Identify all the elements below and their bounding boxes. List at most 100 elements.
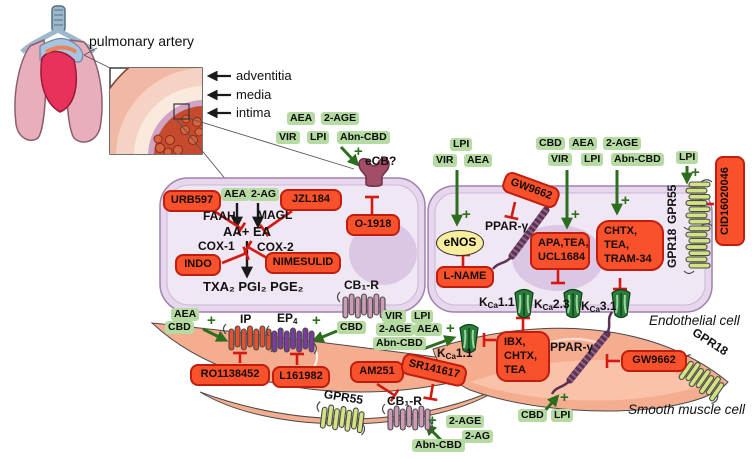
ligand-chip-vir: VIR	[433, 154, 457, 168]
ppar-ec-label: PPAR-γ	[485, 219, 529, 233]
cb1r-ec-label: CB₁-R	[344, 278, 379, 292]
inset-leader-lines	[83, 47, 111, 69]
lungs-heart-illustration	[14, 5, 103, 143]
ligand-chip-abncbd: Abn-CBD	[412, 439, 465, 453]
artery-cross-section-inset	[109, 67, 355, 182]
ep4-label: EP4	[277, 312, 297, 326]
k-num: 1.1	[497, 295, 515, 309]
endothelial-cell-left	[159, 177, 426, 313]
plus-sign: +	[312, 312, 321, 329]
k-num: 3.1	[599, 299, 617, 313]
ep-sub: 4	[293, 317, 298, 326]
ligand-chip-cbd: CBD	[165, 321, 194, 335]
ligand-chip-aea: AEA	[221, 188, 250, 202]
ligand-chip-abncbd: Abn-CBD	[373, 337, 426, 351]
apa-tea-ucl-box: APA,TEA, UCL1684	[530, 232, 590, 270]
o1918-box: O-1918	[346, 214, 400, 236]
chtx-tram-box: CHTX, TEA, TRAM-34	[596, 220, 664, 272]
plus-sign: +	[571, 206, 580, 223]
ligand-chip-lpi: LPI	[307, 131, 330, 145]
ecb-receptor	[358, 157, 390, 187]
endothelial-cell-label: Endothelial cell	[649, 313, 740, 328]
kca31-ec-label: KCa3.1	[581, 300, 617, 314]
plus-sign: +	[462, 206, 471, 223]
ligand-chip-2ag: 2-AG	[248, 188, 280, 202]
ligand-chip-cbd: CBD	[337, 321, 366, 335]
am251-box: AM251	[350, 361, 404, 383]
k-sub: Ca	[487, 301, 498, 310]
k-num: 1.1	[455, 346, 473, 360]
kca11-channel-ec	[514, 288, 534, 319]
plus-sign: +	[560, 389, 569, 406]
gw9662-sm-box: GW9662	[621, 350, 687, 372]
ligand-chip-abncbd: Abn-CBD	[337, 131, 390, 145]
ppar-coil-sm	[550, 311, 614, 395]
ibx-chtx-tea-box: IBX, CHTX, TEA	[496, 331, 550, 383]
plus-sign: +	[691, 164, 700, 181]
chtx-line2: TEA,	[604, 238, 630, 251]
indo-box: INDO	[175, 254, 221, 276]
ligand-chip-lpi: LPI	[411, 310, 434, 324]
ligand-chip-vir: VIR	[382, 310, 406, 324]
plus-sign: +	[207, 312, 216, 329]
pulmonary-artery-label: pulmonary artery	[89, 33, 195, 49]
lname-box: L-NAME	[436, 266, 494, 288]
ligand-chip-aea: AEA	[414, 323, 443, 337]
layer-arrows	[206, 70, 231, 119]
plus-sign: +	[354, 143, 363, 160]
ip-label: IP	[240, 312, 252, 326]
ligand-chip-2age: 2-AGE	[376, 323, 415, 337]
apa-line2: UCL1684	[538, 250, 586, 263]
k-sub: Ca	[445, 352, 456, 361]
faah-label: FAAH	[203, 209, 236, 223]
plus-sign: +	[621, 192, 630, 209]
smooth-muscle-cell-label: Smooth muscle cell	[628, 402, 746, 417]
adventitia-label: adventitia	[236, 68, 292, 83]
urb597-box: URB597	[163, 190, 221, 212]
apa-line1: APA,TEA,	[538, 237, 589, 249]
ligand-chip-lpi: LPI	[581, 153, 604, 167]
ppar-sm-label: PPAR-γ	[550, 340, 594, 354]
plus-sign: +	[446, 320, 455, 337]
k-base: K	[581, 299, 590, 313]
ligand-chip-2age: 2-AGE	[321, 112, 360, 126]
magl-label: MAGL	[257, 208, 293, 222]
chtx-line1: CHTX,	[604, 225, 637, 237]
k-base: K	[479, 295, 488, 309]
media-label: media	[236, 87, 272, 102]
ligand-chip-aea: AEA	[171, 308, 200, 322]
ecb-label: eCB?	[365, 154, 397, 168]
ro1138452-box: RO1138452	[190, 364, 270, 386]
gpr55-ec-label: GPR55	[665, 184, 679, 224]
chtx-line3: TRAM-34	[604, 252, 652, 265]
ligand-chip-2age: 2-AGE	[603, 137, 642, 151]
kca11-sm-label: KCa1.1	[437, 347, 473, 361]
cid16020046-box: CID16020046	[715, 156, 745, 246]
cox2-label: COX-2	[257, 240, 294, 254]
cox1-label: COX-1	[198, 239, 235, 253]
enos-oval: eNOS	[436, 230, 484, 256]
ligand-chip-aea: AEA	[569, 137, 598, 151]
k-base: K	[437, 346, 446, 360]
k-sub: Ca	[542, 303, 553, 312]
ibx-line2: CHTX,	[504, 349, 537, 362]
plus-sign: +	[428, 412, 437, 429]
k-num: 2.3	[552, 297, 570, 311]
kca23-ec-label: KCa2.3	[534, 298, 570, 312]
cb1-receptor-sm	[381, 403, 433, 433]
nimesulid-box: NIMESULID	[265, 252, 341, 274]
ligand-chip-vir: VIR	[548, 153, 572, 167]
inset-zoom-marker	[173, 103, 190, 120]
ibx-line1: IBX,	[504, 336, 526, 348]
ibx-line3: TEA	[504, 363, 526, 376]
prostanoid-products-label: TXA₂ PGI₂ PGE₂	[203, 279, 304, 294]
ligand-chip-vir: VIR	[276, 131, 300, 145]
ligand-chip-aea: AEA	[464, 154, 493, 168]
ligand-chip-lpi: LPI	[551, 409, 574, 423]
ligand-chip-cbd: CBD	[518, 409, 547, 423]
ligand-chip-2ag: 2-AG	[462, 430, 494, 444]
l161982-box: L161982	[272, 366, 330, 388]
k-sub: Ca	[589, 305, 600, 314]
jzl184-box: JZL184	[280, 189, 342, 211]
